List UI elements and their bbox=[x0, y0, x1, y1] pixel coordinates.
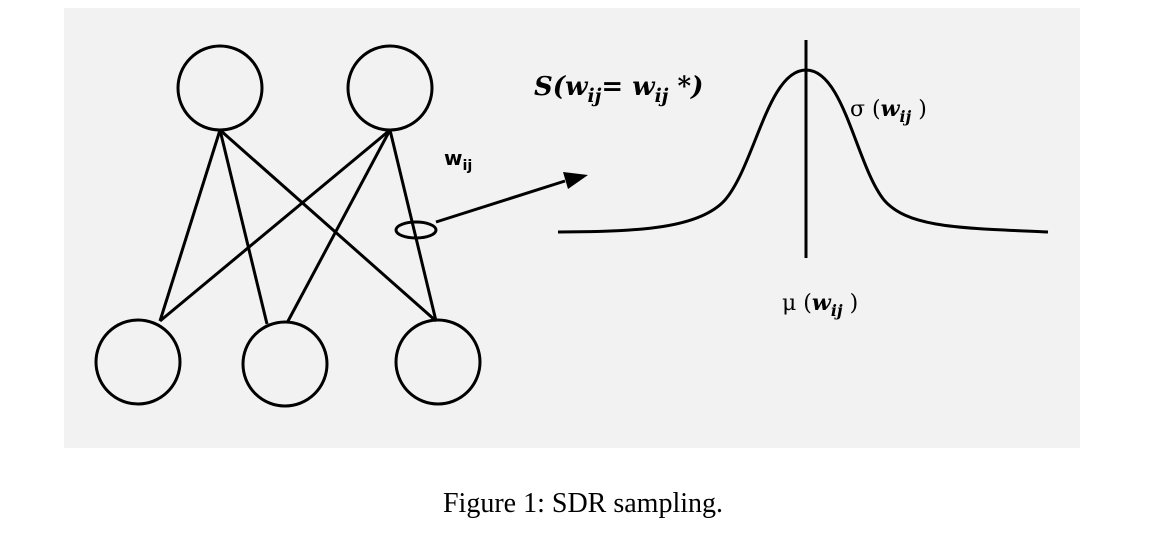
weight-label: wij bbox=[444, 146, 473, 175]
mu-label: μ (wij ) bbox=[782, 290, 859, 320]
network-edge bbox=[219, 128, 437, 323]
sample-label: S(wij= wij *) bbox=[534, 72, 704, 107]
network-edge bbox=[285, 129, 392, 324]
network-edge bbox=[159, 128, 391, 323]
network-node-bottom-3 bbox=[394, 318, 482, 406]
arrow-head bbox=[563, 172, 588, 189]
weight-highlight-ellipse bbox=[394, 220, 438, 240]
network-edge bbox=[388, 129, 438, 322]
sigma-label: σ (wij ) bbox=[850, 96, 927, 126]
figure-panel bbox=[64, 8, 1080, 448]
arrow-line bbox=[435, 179, 566, 224]
figure-caption: Figure 1: SDR sampling. bbox=[442, 488, 723, 519]
network-node-top-2 bbox=[346, 44, 434, 132]
network-node-bottom-2 bbox=[241, 320, 329, 408]
network-edge bbox=[158, 129, 222, 322]
network-edge bbox=[218, 129, 269, 325]
network-node-top-1 bbox=[176, 44, 264, 132]
network-node-bottom-1 bbox=[94, 318, 182, 406]
